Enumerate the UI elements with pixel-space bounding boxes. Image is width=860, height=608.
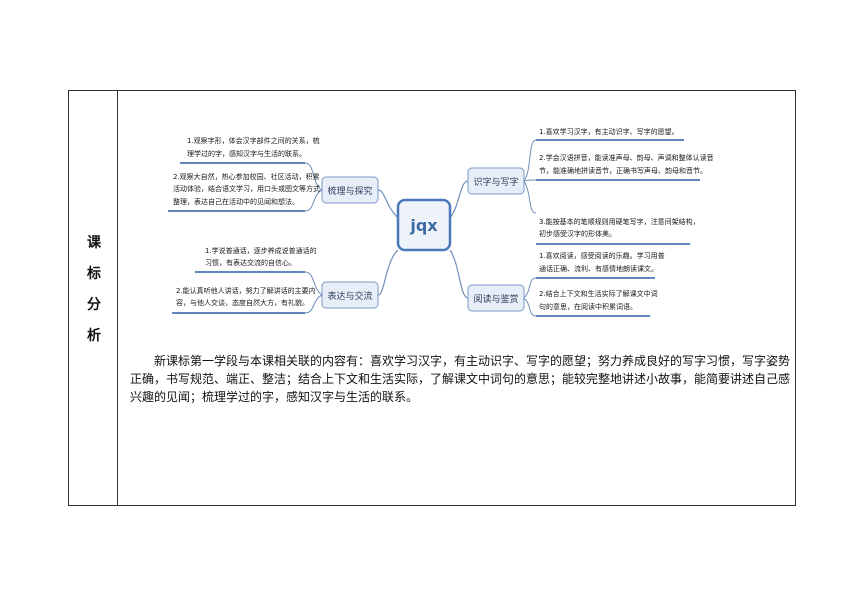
row-header-char: 分 (87, 297, 101, 313)
branch-node-box (467, 167, 525, 195)
note-text: 2.能认真听他人讲话，努力了解讲话的主要内 (176, 287, 316, 295)
note-text: 2.学会汉语拼音，能读准声母、韵母、声调和整体认读音 (539, 154, 714, 162)
row-header-label: 课 标 分 析 (78, 228, 110, 352)
branch-label-shuli: 梳理与探究 (327, 186, 373, 197)
branch-label-biaoda: 表达与交流 (327, 291, 373, 302)
connector-line (304, 162, 323, 191)
connector-line (304, 271, 323, 296)
branch-label-shizi: 识字与写字 (473, 177, 519, 188)
central-node-box (396, 198, 452, 252)
note-text: 容，与他人交谈，态度自然大方，有礼貌。 (176, 299, 309, 307)
note-text: 1.学说普通话，逐步养成说普通话的 (205, 247, 317, 255)
connector-line (523, 179, 537, 182)
note-text: 节，能准确地拼读音节，正确书写声母、韵母和音节。 (539, 167, 707, 175)
note-text: 1.观察字形，体会汉字部件之间的关系，梳 (187, 137, 320, 145)
note-text: 3.能按基本的笔顺规则用硬笔写字，注意间架结构， (539, 218, 700, 226)
note-text: 通话正确、流利、有感情地朗读课文。 (539, 265, 658, 273)
connector-line (377, 189, 399, 219)
branch-node-box (321, 281, 379, 309)
row-header-char: 析 (87, 328, 101, 344)
note-text: 初步感受汉字的形体美。 (539, 230, 616, 238)
branch-node-box (467, 284, 525, 312)
row-header-char: 课 (87, 235, 101, 251)
central-node-label: jqx (410, 215, 438, 235)
row-header-char: 标 (87, 266, 101, 282)
connector-line (304, 189, 323, 212)
note-text: 理学过的字，感知汉字与生活的联系。 (187, 150, 306, 158)
table-border (68, 90, 796, 506)
connector-line (523, 277, 537, 299)
note-text: 1.喜欢学习汉字，有主动识字、写字的愿望。 (539, 128, 679, 136)
note-text: 习惯，有表达交流的自信心。 (205, 259, 296, 267)
branch-label-yuedu: 阅读与鉴赏 (473, 294, 519, 305)
connector-line (523, 297, 537, 317)
note-text: 整理，表达自己在活动中的见闻和想法。 (173, 198, 299, 206)
connector-line (449, 249, 469, 299)
connector-line (523, 180, 537, 214)
connector-line (377, 249, 399, 296)
connector-line (449, 180, 469, 219)
note-text: 句的意思，在阅读中积累词语。 (539, 303, 637, 311)
note-text: 活动体验，结合语文学习，用口头或图文等方式 (173, 185, 320, 193)
note-text: 1.喜欢阅读，感受阅读的乐趣。学习用普 (539, 252, 665, 260)
connector-line (304, 294, 323, 314)
branch-node-box (321, 176, 379, 204)
note-text: 2.结合上下文和生活实际了解课文中词 (539, 290, 658, 298)
connector-line (523, 139, 537, 182)
note-text: 2.观察大自然，热心参加校园、社区活动，积累 (173, 173, 320, 181)
column-divider (117, 90, 118, 506)
standards-paragraph: 新课标第一学段与本课相关联的内容有：喜欢学习汉字，有主动识字、写字的愿望；努力养… (130, 354, 791, 404)
